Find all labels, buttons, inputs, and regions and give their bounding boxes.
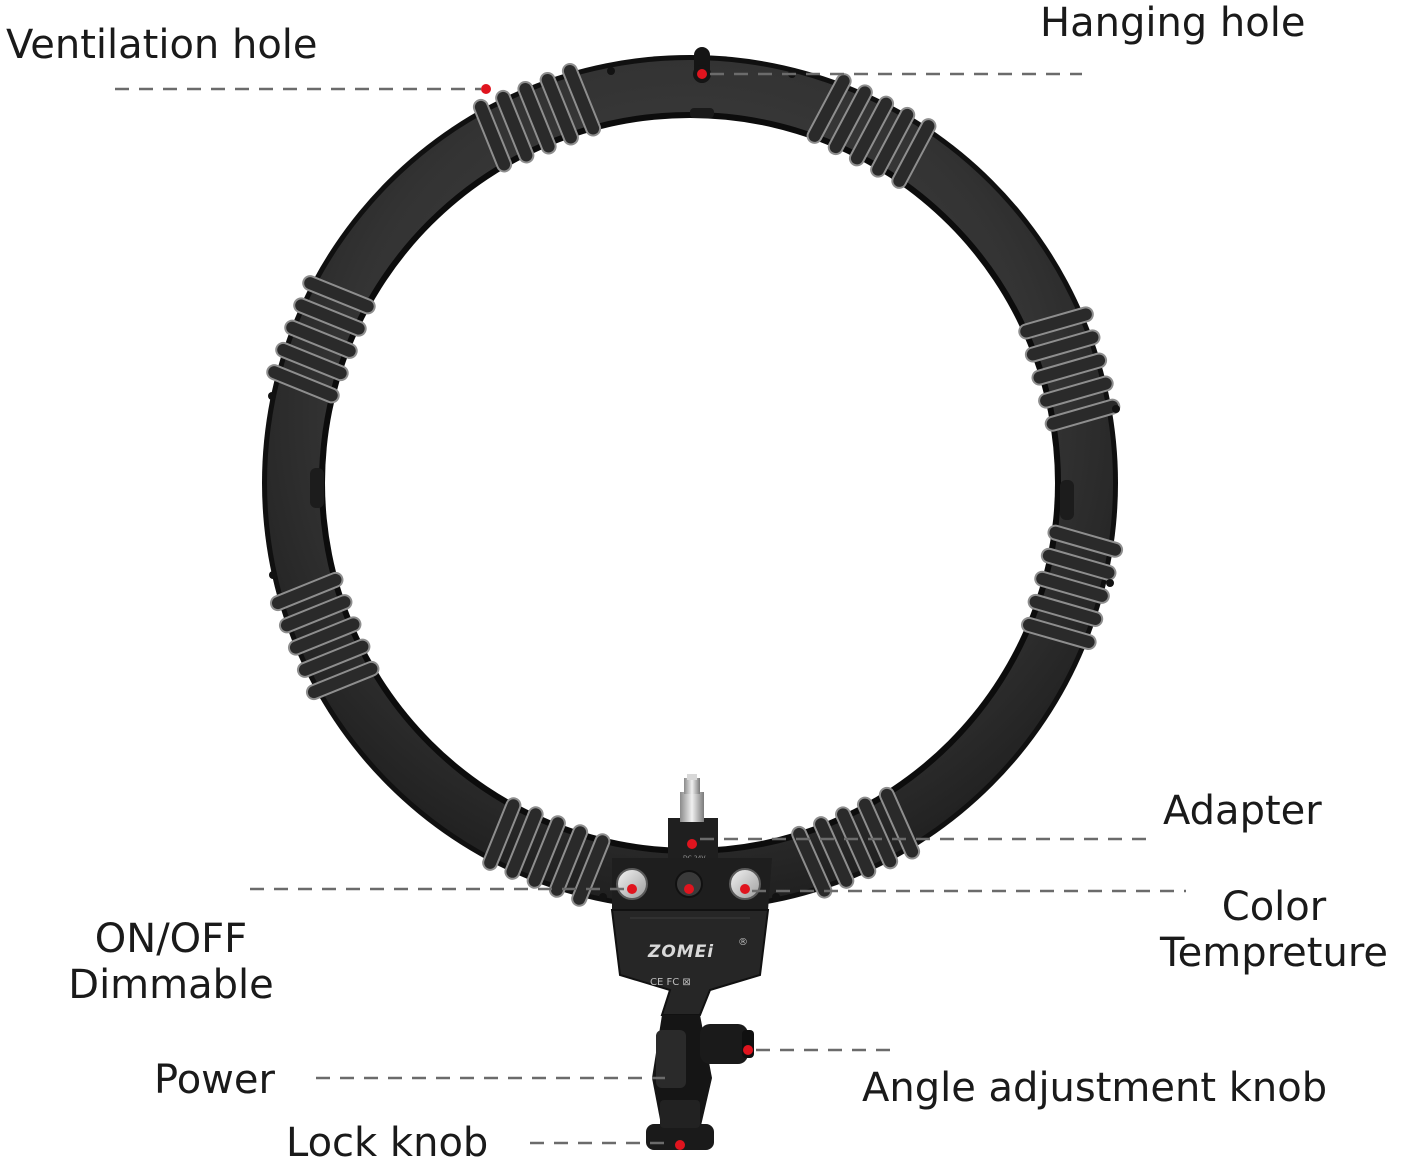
power-label: Power (154, 1057, 275, 1103)
vent-slot (296, 638, 371, 678)
vent-slot (472, 98, 513, 173)
vent-group (482, 797, 611, 907)
screw-hole (607, 67, 615, 75)
vent-group (472, 62, 602, 173)
vent-slot (1031, 352, 1108, 386)
vent-slot (813, 816, 855, 889)
certification-marks: CE FC ⊠ (650, 977, 691, 988)
vent-slot (1027, 593, 1104, 627)
vent-slot (302, 275, 376, 315)
hanging-hole-label: Hanging hole (1040, 0, 1306, 46)
vent-slot (305, 660, 380, 701)
vent-slot (482, 797, 522, 871)
vent-slot (495, 89, 535, 164)
vent-group (266, 275, 376, 404)
vent-slot (856, 796, 899, 870)
adapter-marker (687, 839, 697, 849)
vent-slot (848, 95, 895, 167)
screw-hole (1106, 579, 1114, 587)
color-temperature-marker (740, 884, 750, 894)
ring-opening (325, 118, 1055, 848)
lock-knob-label: Lock knob (286, 1120, 489, 1166)
on-off-dimmable-label-line1: ON/OFF (94, 916, 248, 962)
vent-slot (548, 824, 589, 898)
screw-hole (269, 571, 277, 579)
vent-slot (293, 297, 367, 337)
color-temperature-label-line2: Tempreture (1160, 930, 1388, 976)
on-off-dimmable-marker (627, 884, 637, 894)
control-panel (612, 858, 772, 910)
vent-slot (1024, 329, 1101, 363)
brand-registered-mark: ® (738, 937, 748, 948)
side-clip-right (1060, 480, 1074, 520)
lock-knob-marker (675, 1140, 685, 1150)
angle-adjustment-knob-body[interactable] (700, 1024, 748, 1064)
vent-slot (1018, 306, 1094, 340)
screw-hole (599, 893, 607, 901)
vent-slot (504, 806, 544, 880)
screw-hole (1112, 405, 1120, 413)
vent-slot (517, 80, 557, 155)
vent-slot (791, 825, 833, 899)
swivel-mount (646, 1015, 754, 1150)
side-clip-left (310, 468, 324, 508)
ventilation-grilles (266, 62, 1124, 907)
vent-slot (266, 364, 340, 404)
adapter-label: Adapter (1163, 788, 1322, 834)
screw-hole (772, 893, 780, 901)
vent-slot (1044, 398, 1121, 432)
bracket-plate: ZOMEi ® CE FC ⊠ (610, 909, 770, 1016)
leader-lines (115, 72, 1186, 1145)
vent-slot (269, 571, 344, 612)
angle-adjustment-knob-marker (743, 1045, 753, 1055)
vent-group (806, 73, 937, 189)
ventilation-hole-marker (481, 84, 491, 94)
color-temperature-label-line1: Color (1221, 884, 1327, 930)
vent-slot (287, 616, 362, 656)
vent-slot (1040, 547, 1117, 581)
vent-slot (1021, 616, 1097, 651)
screw-holes (268, 67, 1120, 901)
vent-slot (275, 341, 349, 382)
on-off-dimmable-label-line2: Dimmable (68, 962, 274, 1008)
vent-slot (827, 84, 873, 156)
vent-group (1021, 524, 1124, 651)
vent-slot (526, 815, 566, 889)
vent-slot (284, 319, 358, 359)
color-temperature-label: Color Tempreture (1148, 884, 1400, 976)
ring-body (262, 55, 1118, 911)
vent-slot (1038, 375, 1114, 409)
brand-logo: ZOMEi (647, 942, 714, 962)
hanging-hole-marker (697, 69, 707, 79)
vent-group (269, 571, 380, 701)
callout-markers (481, 69, 753, 1150)
ventilation-hole-label: Ventilation hole (6, 22, 318, 68)
vent-group (1018, 306, 1121, 432)
vent-group (791, 786, 921, 899)
vent-slot (806, 73, 852, 144)
vent-slot (571, 833, 611, 907)
vent-slot (539, 71, 579, 146)
vent-slot (870, 106, 916, 178)
vent-slot (835, 806, 877, 880)
on-off-dimmable-label: ON/OFF Dimmable (58, 916, 284, 1008)
vent-slot (891, 118, 937, 189)
power-marker (684, 884, 694, 894)
angle-adjustment-knob-label: Angle adjustment knob (862, 1065, 1328, 1111)
vent-slot (878, 786, 921, 860)
vent-slot (278, 594, 353, 634)
vent-slot (1034, 570, 1110, 604)
vent-slot (561, 62, 602, 137)
screw-hole (268, 392, 276, 400)
vent-slot (1047, 524, 1124, 558)
